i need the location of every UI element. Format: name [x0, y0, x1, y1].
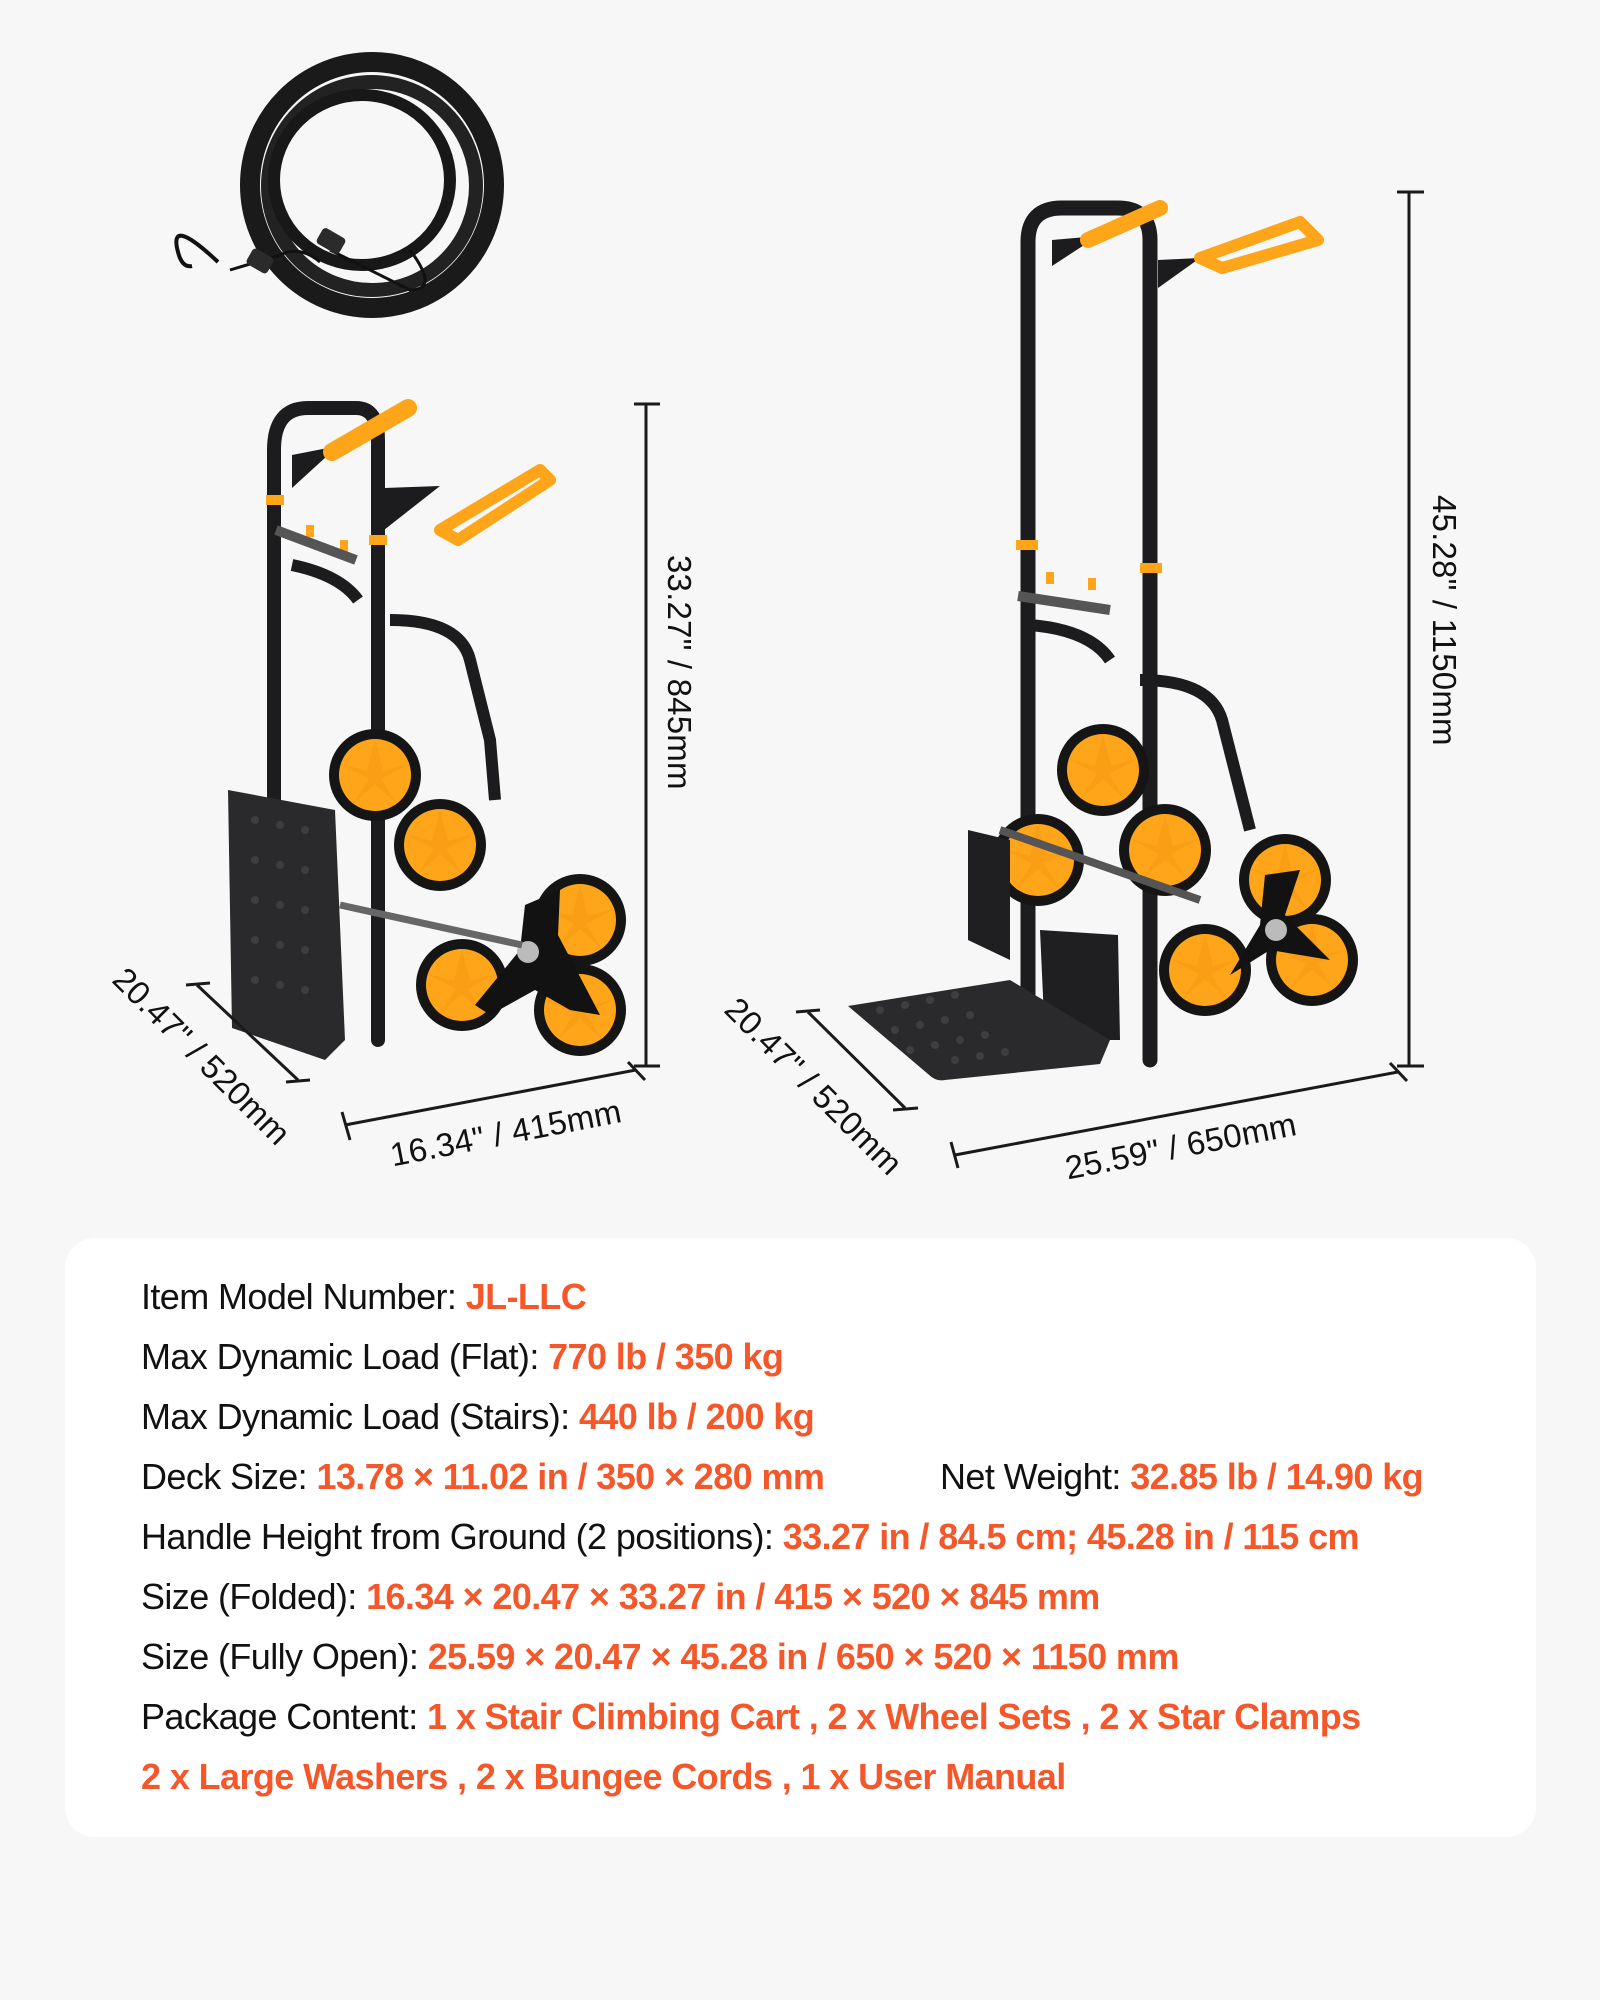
spec-value: 770 lb / 350 kg [548, 1336, 784, 1377]
spec-handle-height: Handle Height from Ground (2 positions):… [141, 1516, 1360, 1558]
spec-label: Net Weight: [940, 1456, 1131, 1497]
spec-value: 1 x Stair Climbing Cart , 2 x Wheel Sets… [427, 1696, 1361, 1737]
spec-label: Max Dynamic Load (Stairs): [141, 1396, 579, 1437]
spec-label: Size (Fully Open): [141, 1636, 428, 1677]
stair-climbing-cart-open-icon [848, 200, 1358, 1081]
spec-package-content: Package Content: 1 x Stair Climbing Cart… [141, 1696, 1361, 1738]
spec-card [65, 1238, 1536, 1837]
dimension-lines [185, 190, 1424, 1169]
spec-deck-and-weight: Deck Size: 13.78 × 11.02 in / 350 × 280 … [141, 1456, 1521, 1498]
spec-label: Item Model Number: [141, 1276, 466, 1317]
spec-label: Size (Folded): [141, 1576, 367, 1617]
spec-model: Item Model Number: JL-LLC [141, 1276, 587, 1318]
stair-climbing-cart-folded-icon [228, 399, 626, 1060]
spec-value: 25.59 × 20.47 × 45.28 in / 650 × 520 × 1… [427, 1636, 1180, 1677]
spec-label: Max Dynamic Load (Flat): [141, 1336, 549, 1377]
bungee-cord-icon [174, 52, 504, 318]
spec-label: Package Content: [141, 1696, 427, 1737]
spec-value: 2 x Large Washers , 2 x Bungee Cords , 1… [141, 1756, 1066, 1797]
product-illustrations [174, 52, 1424, 1169]
spec-value: 16.34 × 20.47 × 33.27 in / 415 × 520 × 8… [366, 1576, 1100, 1617]
spec-value: JL-LLC [465, 1276, 587, 1317]
spec-package-content-continued: 2 x Large Washers , 2 x Bungee Cords , 1… [141, 1756, 1066, 1798]
spec-value: 33.27 in / 84.5 cm; 45.28 in / 115 cm [782, 1516, 1360, 1557]
spec-load-stairs: Max Dynamic Load (Stairs): 440 lb / 200 … [141, 1396, 815, 1438]
spec-load-flat: Max Dynamic Load (Flat): 770 lb / 350 kg [141, 1336, 784, 1378]
folded-height-label: 33.27" / 845mm [661, 555, 698, 790]
spec-value: 13.78 × 11.02 in / 350 × 280 mm [316, 1456, 825, 1497]
open-height-label: 45.28" / 1150mm [1426, 495, 1463, 746]
spec-label: Handle Height from Ground (2 positions): [141, 1516, 783, 1557]
spec-size-open: Size (Fully Open): 25.59 × 20.47 × 45.28… [141, 1636, 1179, 1678]
spec-size-folded: Size (Folded): 16.34 × 20.47 × 33.27 in … [141, 1576, 1100, 1618]
spec-net-weight: Net Weight: 32.85 lb / 14.90 kg [940, 1456, 1424, 1498]
spec-label: Deck Size: [141, 1456, 317, 1497]
spec-value: 440 lb / 200 kg [578, 1396, 815, 1437]
spec-value: 32.85 lb / 14.90 kg [1130, 1456, 1424, 1497]
